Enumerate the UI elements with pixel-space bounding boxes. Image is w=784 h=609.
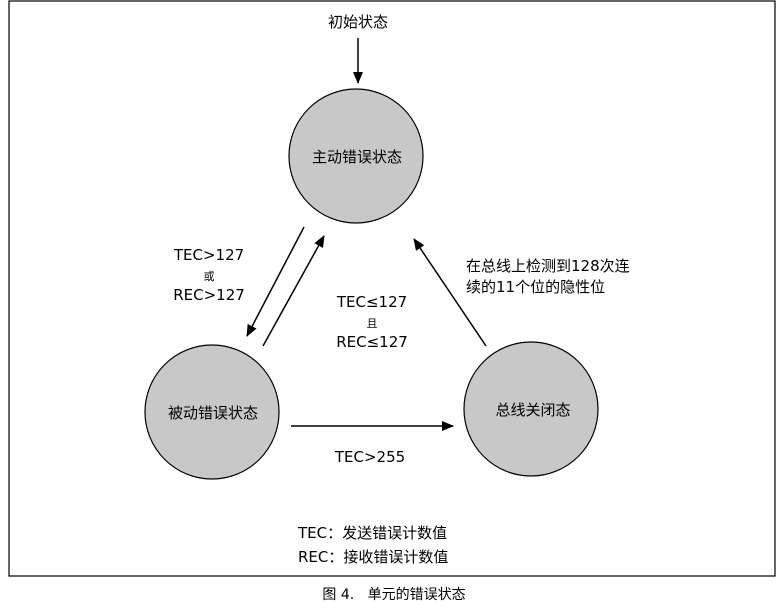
bus-off-state <box>463 341 599 477</box>
condition-line: TEC>127 <box>173 246 244 264</box>
legend: TEC：发送错误计数值 REC：接收错误计数值 <box>297 524 448 566</box>
condition-line: REC>127 <box>173 286 245 304</box>
condition-line: 续的11个位的隐性位 <box>466 278 605 296</box>
active-error-state <box>288 88 424 224</box>
busoff-to-active-condition: 在总线上检测到128次连 续的11个位的隐性位 <box>466 257 630 296</box>
bus-off-state-label: 总线关闭态 <box>495 401 570 419</box>
legend-tec: TEC：发送错误计数值 <box>297 524 447 542</box>
diagram-frame <box>8 0 776 577</box>
condition-line: REC≤127 <box>336 333 408 351</box>
initial-state-label: 初始状态 <box>328 13 388 31</box>
condition-connector: 且 <box>367 317 378 330</box>
passive-to-active-condition: TEC≤127 且 REC≤127 <box>336 293 408 351</box>
condition-line: 在总线上检测到128次连 <box>466 257 630 275</box>
condition-line: TEC≤127 <box>336 293 407 311</box>
condition-connector: 或 <box>204 270 215 283</box>
passive-to-active-arrow <box>262 235 325 347</box>
passive-error-state <box>144 344 280 480</box>
active-error-state-label: 主动错误状态 <box>312 148 402 166</box>
passive-to-busoff-condition: TEC>255 <box>334 448 405 466</box>
busoff-to-active-arrow <box>413 238 487 347</box>
passive-error-state-label: 被动错误状态 <box>168 404 258 422</box>
active-to-passive-arrow <box>246 226 305 337</box>
figure-caption: 图 4. 单元的错误状态 <box>322 587 465 603</box>
active-to-passive-condition: TEC>127 或 REC>127 <box>173 246 245 304</box>
legend-rec: REC：接收错误计数值 <box>298 548 448 566</box>
